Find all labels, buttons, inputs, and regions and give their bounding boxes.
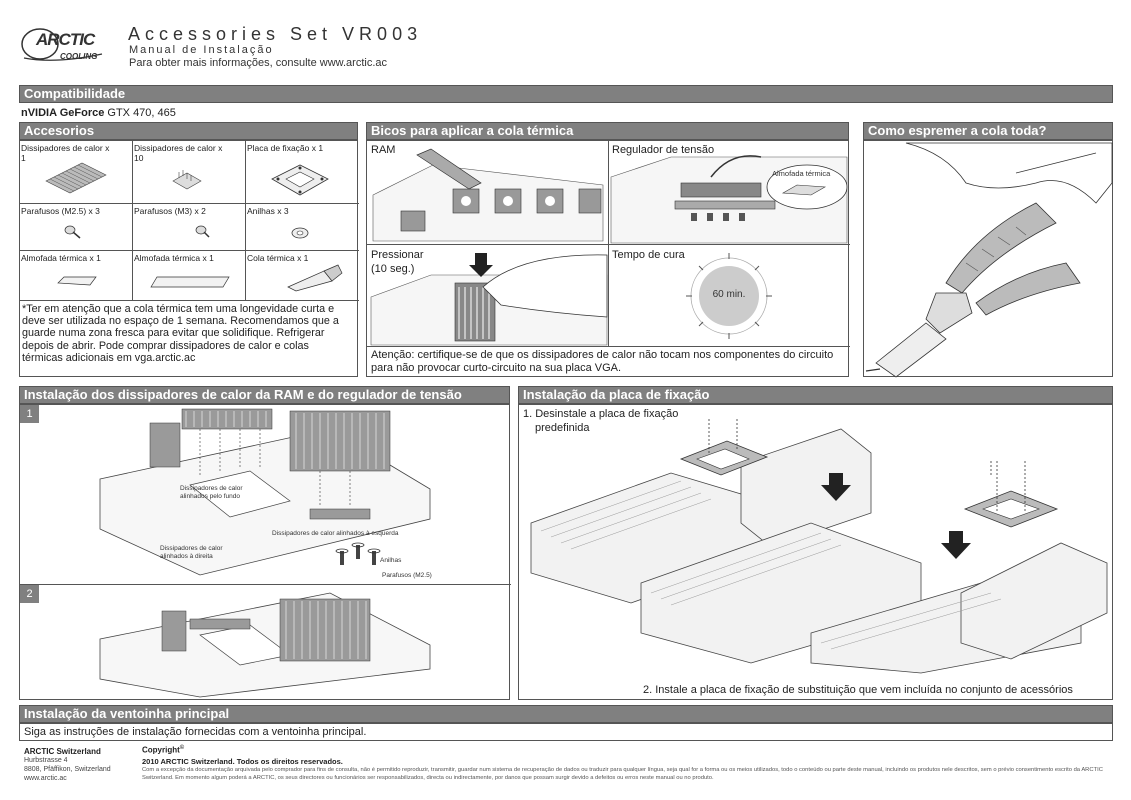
acc-cell: Dissipadores de calor x 10	[133, 141, 246, 204]
placa-install-header: Instalação da placa de fixação	[518, 386, 1113, 404]
ventoinha-panel: Siga as instruções de instalação forneci…	[19, 723, 1113, 741]
divider	[608, 141, 609, 346]
atencao-text: Atenção: certifique-se de que os dissipa…	[371, 349, 834, 374]
copyright-label-text: Copyright	[142, 745, 180, 755]
acc-cell: Placa de fixação x 1	[246, 141, 359, 204]
thermal-pad-small-icon	[57, 276, 97, 286]
footer-company: ARCTIC Switzerland	[24, 747, 101, 756]
divider	[367, 346, 850, 347]
acc-label: Dissipadores de calor x 10	[134, 143, 223, 163]
placa-step2: 2. Instale a placa de fixação de substit…	[643, 684, 1073, 696]
clock-text: 60 min.	[712, 289, 746, 300]
clock-icon	[686, 253, 772, 339]
logo-text-bottom: COOLING	[60, 52, 98, 61]
acc-cell: Parafusos (M2.5) x 3	[20, 204, 133, 251]
compat-header: Compatibilidade	[19, 85, 1113, 103]
acc-label: Cola térmica x 1	[247, 253, 309, 263]
acc-cell: Cola térmica x 1	[246, 251, 359, 301]
regulador-label: Regulador de tensão	[612, 144, 715, 156]
label-direita: Dissipadores de calor alinhados à direit…	[160, 545, 223, 560]
accesorios-header: Accesorios	[19, 122, 358, 140]
acc-label: Dissipadores de calor x 1	[21, 143, 110, 163]
footer-address1: Hurbstrasse 4	[24, 757, 68, 764]
tempo-label: Tempo de cura	[612, 249, 685, 261]
screw-m25-icon	[64, 225, 81, 239]
accesorios-note: *Ter em atenção que a cola térmica tem u…	[22, 303, 339, 364]
acc-cell: Almofada térmica x 1	[133, 251, 246, 301]
footer-address2: 8808, Pfäffikon, Switzerland	[24, 766, 111, 773]
info-line: Para obter mais informações, consulte ww…	[129, 57, 387, 69]
footer-legal: Com a excepção da documentação arquivada…	[142, 767, 1103, 781]
label-esquerda: Dissipadores de calor alinhados à esquer…	[272, 530, 399, 537]
page-subtitle: Manual de Instalação	[129, 44, 274, 56]
ram-label: RAM	[371, 144, 396, 156]
ram-paste-illustration	[372, 148, 604, 242]
espremer-header: Como espremer a cola toda?	[863, 122, 1113, 140]
logo: ARCTIC COOLING	[16, 24, 108, 66]
logo-swoosh	[21, 28, 103, 61]
ventoinha-text: Siga as instruções de instalação forneci…	[24, 726, 367, 738]
acc-cell: Dissipadores de calor x 1	[20, 141, 133, 204]
almofada-label: Almofada térmica	[772, 169, 831, 178]
placa-install-panel: 1. Desinstale a placa de fixação predefi…	[518, 404, 1113, 700]
washer-icon	[291, 227, 309, 239]
cooler-plate-illustration	[530, 419, 1108, 674]
compat-models: GTX 470, 465	[104, 107, 176, 119]
acc-label: Anilhas x 3	[247, 206, 289, 216]
logo-text-top: ARCTIC	[36, 30, 95, 49]
acc-label: Almofada térmica x 1	[134, 253, 214, 263]
thermal-paste-tube-icon	[287, 264, 343, 292]
footer-copyright-label: Copyright©	[142, 745, 185, 755]
screw-m3-icon	[195, 225, 210, 238]
press-heatsink-illustration	[370, 253, 608, 346]
regulator-pad-illustration	[610, 155, 848, 244]
step-badge-2: 2	[20, 585, 39, 603]
ram-install-header: Instalação dos dissipadores de calor da …	[19, 386, 510, 404]
gpu-board-step2-illustration	[99, 592, 431, 698]
bicos-panel: RAM Regulador de tensão Almofada térmica…	[366, 140, 850, 377]
divider	[367, 244, 850, 245]
page-title: Accessories Set VR003	[128, 24, 423, 44]
acc-cell: Parafusos (M3) x 2	[133, 204, 246, 251]
ram-install-panel: 1 2 Dissipadores de calor alinhados pelo…	[19, 404, 511, 700]
espremer-panel	[863, 140, 1113, 378]
accesorios-panel: Dissipadores de calor x 1 Dissipadores d…	[19, 140, 359, 377]
acc-label: Placa de fixação x 1	[247, 143, 324, 153]
label-fundo: Dissipadores de calor alinhados pelo fun…	[180, 485, 243, 500]
thermal-pad-large-icon	[150, 276, 230, 288]
compat-line: nVIDIA GeForce GTX 470, 465	[21, 107, 176, 120]
acc-cell: Almofada térmica x 1	[20, 251, 133, 301]
pressionar-time: (10 seg.)	[371, 263, 415, 275]
acc-label: Parafusos (M3) x 2	[134, 206, 206, 216]
bicos-header: Bicos para aplicar a cola térmica	[366, 122, 849, 140]
footer-copyright-line: 2010 ARCTIC Switzerland. Todos os direit…	[142, 757, 343, 766]
acc-cell: Anilhas x 3	[246, 204, 359, 251]
label-parafusos: Parafusos (M2.5)	[382, 572, 432, 579]
pliers-hand-illustration	[865, 142, 1113, 378]
ventoinha-header: Instalação da ventoinha principal	[19, 705, 1113, 723]
placa-step1: 1. Desinstale a placa de fixação predefi…	[523, 408, 679, 434]
heatsink-small-icon	[172, 170, 202, 190]
acc-label: Almofada térmica x 1	[21, 253, 101, 263]
gpu-board-step1-illustration	[99, 408, 431, 576]
footer-web: www.arctic.ac	[24, 775, 67, 782]
acc-label: Parafusos (M2.5) x 3	[21, 206, 100, 216]
mounting-plate-icon	[271, 164, 329, 196]
heatsink-large-icon	[45, 162, 107, 194]
step-badge-1: 1	[20, 405, 39, 423]
divider	[20, 584, 511, 585]
label-anilhas: Anilhas	[380, 557, 402, 564]
compat-brand: nVIDIA GeForce	[21, 107, 105, 119]
pressionar-label: Pressionar	[371, 249, 424, 261]
